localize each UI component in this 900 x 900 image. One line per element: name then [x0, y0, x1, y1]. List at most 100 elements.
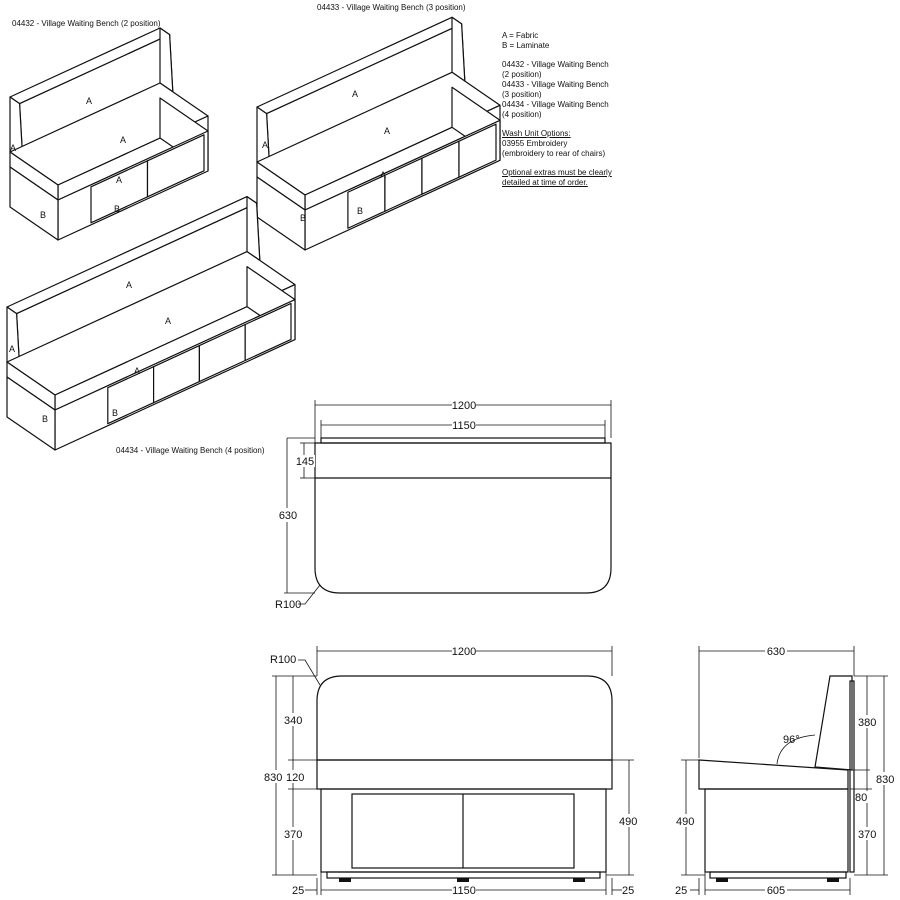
- front-radius-dim: R100: [270, 654, 296, 666]
- drawing-line: [716, 878, 728, 882]
- side-view: 96° 630 380 830 80 370 490 605 25: [675, 645, 897, 897]
- side-base-h-dim: 370: [858, 829, 876, 841]
- drawing-line: [857, 827, 879, 840]
- notes-panel: A = Fabric B = Laminate 04432 - Village …: [502, 31, 642, 188]
- drawing-line: [875, 772, 897, 785]
- wash-options-title: Wash Unit Options:: [502, 129, 571, 138]
- side-height-dim: 830: [876, 774, 894, 786]
- label-a: A: [134, 366, 140, 376]
- drawing-line: [776, 734, 816, 765]
- drawing-line: [316, 759, 613, 790]
- label-a: A: [116, 175, 122, 185]
- label-a: A: [9, 344, 15, 354]
- caption-bench-2: 04432 - Village Waiting Bench (2 positio…: [12, 19, 161, 28]
- plan-view: 1200 1150 630 145 R100: [275, 399, 612, 611]
- front-seat-height-dim: 490: [619, 816, 637, 828]
- note-line: 04432 - Village Waiting Bench: [502, 60, 609, 69]
- side-depth-dim: 630: [767, 646, 785, 658]
- drawing-line: [298, 659, 321, 686]
- bench-2-position: [9, 27, 209, 241]
- drawing-line: [452, 399, 476, 411]
- label-b: B: [42, 414, 48, 424]
- label-b: B: [40, 210, 46, 220]
- label-a: A: [352, 89, 358, 99]
- drawing-line: [857, 715, 879, 728]
- plan-inner-width-dim: 1150: [452, 420, 476, 432]
- base-left: [256, 176, 306, 251]
- isometric-benches: [6, 16, 501, 451]
- label-a: A: [262, 140, 268, 150]
- door-panel: [146, 134, 205, 198]
- side-seat-height-dim: 490: [676, 816, 694, 828]
- plan-back-depth-dim: 145: [296, 456, 314, 468]
- drawing-line: [452, 645, 476, 657]
- drawing-line: [452, 419, 476, 431]
- drawing-line: [314, 442, 612, 594]
- base-left: [6, 376, 56, 451]
- backrest-end: [451, 16, 466, 82]
- front-base-width-dim: 1150: [452, 885, 476, 897]
- note-line: 04433 - Village Waiting Bench: [502, 80, 609, 89]
- drawing-line: [855, 791, 869, 803]
- drawing-line: [283, 827, 305, 840]
- base-left: [9, 166, 59, 241]
- drawing-line: [618, 814, 640, 827]
- label-a: A: [86, 96, 92, 106]
- wash-option: 03955 Embroidery: [502, 139, 568, 148]
- drawing-line: [698, 759, 849, 790]
- label-a: A: [10, 143, 16, 153]
- label-b: B: [114, 204, 120, 214]
- drawing-line: [765, 645, 787, 657]
- drawing-line: [675, 814, 697, 827]
- drawing-line: [316, 675, 613, 761]
- drawing-line: [298, 584, 321, 605]
- label-a: A: [120, 135, 126, 145]
- plan-depth-dim: 630: [279, 510, 297, 522]
- material-labels: A A A A B B A A A A B B A A A A B B: [9, 89, 390, 424]
- label-a: A: [384, 126, 390, 136]
- bench-4-position: [6, 196, 296, 451]
- extras-note: Optional extras must be clearly: [502, 168, 612, 177]
- front-height-dim: 830: [264, 772, 282, 784]
- label-b: B: [112, 408, 118, 418]
- drawing-line: [457, 878, 469, 882]
- label-b: B: [300, 213, 306, 223]
- drawing-line: [326, 871, 601, 879]
- label-a: A: [165, 316, 171, 326]
- drawing-line: [827, 878, 839, 882]
- label-a: A: [126, 280, 132, 290]
- side-back-h-dim: 380: [858, 717, 876, 729]
- front-view: 1200 R100 830 120 340 370 490 1150 25 25: [264, 645, 640, 897]
- note-line: (4 position): [502, 110, 542, 119]
- label-a: A: [380, 170, 386, 180]
- door-panel: [244, 302, 292, 362]
- side-inset-dim: 25: [675, 885, 687, 897]
- extras-note: detailed at time of order.: [502, 178, 588, 187]
- backrest-end: [159, 27, 174, 93]
- legend-fabric: A = Fabric: [502, 31, 539, 40]
- drawing-line: [814, 675, 853, 771]
- legend-laminate: B = Laminate: [502, 41, 550, 50]
- caption-bench-4: 04434 - Village Waiting Bench (4 positio…: [116, 446, 265, 455]
- drawing-line: [704, 788, 849, 873]
- plan-width-dim: 1200: [452, 400, 476, 412]
- drawing-line: [452, 884, 476, 896]
- note-line: 04434 - Village Waiting Bench: [502, 100, 609, 109]
- front-width-dim: 1200: [452, 646, 476, 658]
- bench-3-position: [256, 16, 501, 251]
- drawing-line: [709, 871, 847, 879]
- drawing-line: [283, 713, 305, 726]
- plan-radius-dim: R100: [275, 599, 301, 611]
- side-gap-dim: 80: [855, 792, 867, 804]
- drawing-line: [849, 680, 855, 873]
- drawing-line: [277, 508, 299, 522]
- drawing-line: [295, 455, 315, 467]
- label-b: B: [357, 206, 363, 216]
- drawing-line: [573, 878, 585, 882]
- front-inset-left-dim: 25: [292, 885, 304, 897]
- note-line: (3 position): [502, 90, 542, 99]
- drawing-line: [339, 878, 351, 882]
- drawing-line: [320, 437, 606, 444]
- note-line: (2 position): [502, 70, 542, 79]
